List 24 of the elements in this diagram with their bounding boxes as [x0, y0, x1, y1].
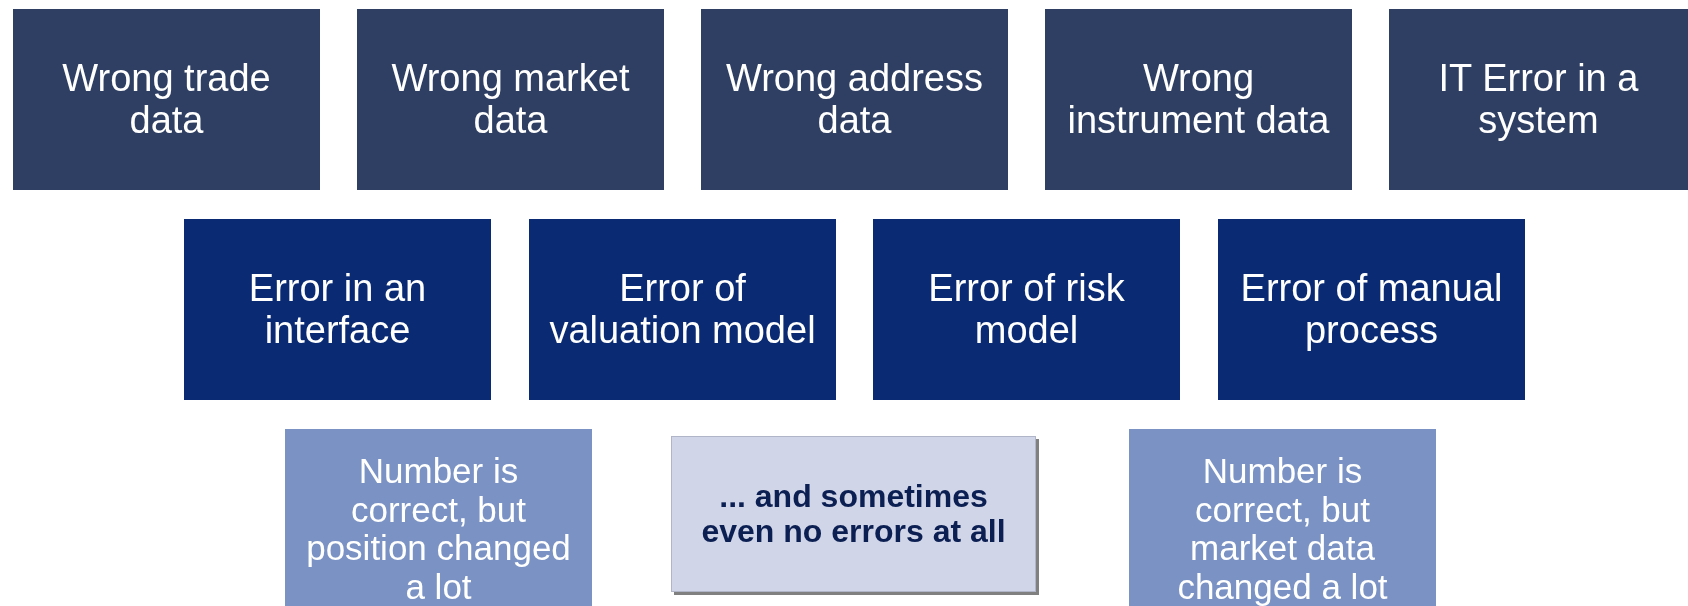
category-box [873, 219, 1180, 400]
box-label: IT Error in a system [1437, 57, 1640, 142]
note-box [285, 429, 592, 606]
box-label: Error of valuation model [548, 267, 817, 352]
box-label: Number is correct, but position changed a lot [305, 452, 572, 606]
callout-box [671, 436, 1036, 592]
category-box [184, 219, 491, 400]
box-label: Wrong address data [725, 57, 984, 142]
category-box [1389, 9, 1688, 190]
box-label: ... and sometimes even no errors at all [700, 478, 1007, 550]
box-label: Error of manual process [1239, 267, 1504, 352]
box-label: Number is correct, but market data changed a lot [1176, 452, 1389, 606]
box-label: Wrong market data [390, 57, 631, 142]
note-box [1129, 429, 1436, 606]
category-box [1045, 9, 1352, 190]
category-box [529, 219, 836, 400]
category-box [13, 9, 320, 190]
category-box [357, 9, 664, 190]
box-label: Error in an interface [247, 267, 428, 352]
category-box [1218, 219, 1525, 400]
box-label: Wrong trade data [61, 57, 272, 142]
category-box [701, 9, 1008, 190]
box-label: Error of risk model [927, 267, 1126, 352]
box-label: Wrong instrument data [1066, 57, 1331, 142]
